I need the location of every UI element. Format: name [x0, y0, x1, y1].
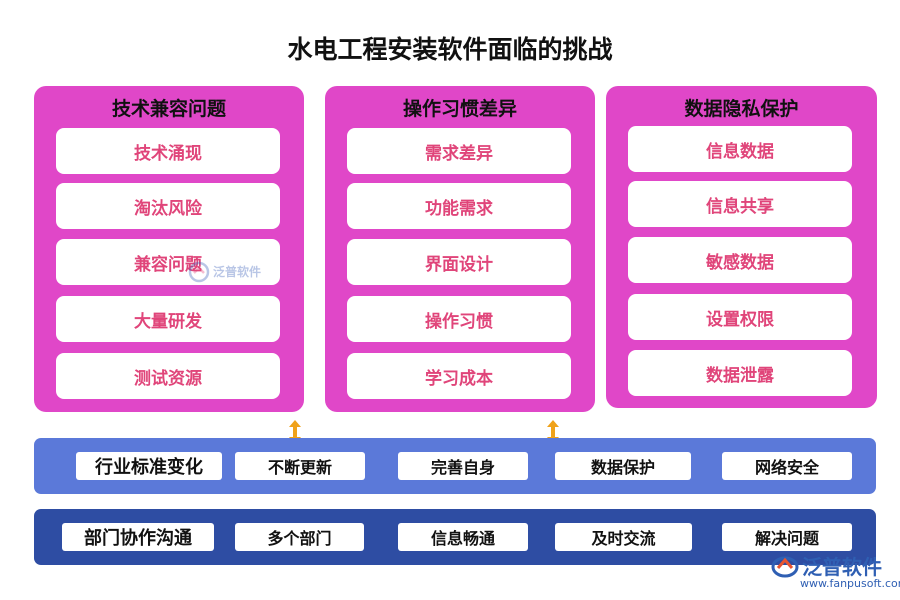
bar-lead-label: 行业标准变化: [76, 452, 222, 480]
page-title: 水电工程安装软件面临的挑战: [287, 35, 613, 64]
column-item: 数据泄露: [628, 350, 852, 396]
bar-item: 完善自身: [398, 452, 528, 480]
column-item: 测试资源: [56, 353, 280, 399]
bar-department-collaboration: 部门协作沟通 多个部门 信息畅通 及时交流 解决问题: [34, 509, 876, 565]
column-item: 信息共享: [628, 181, 852, 227]
watermark-logo: 泛普软件: [188, 258, 284, 286]
brand-mark-icon: [771, 556, 799, 578]
column-data-privacy: 数据隐私保护 信息数据 信息共享 敏感数据 设置权限 数据泄露: [606, 86, 877, 408]
bar-lead-label: 部门协作沟通: [62, 523, 214, 551]
bar-item: 数据保护: [555, 452, 691, 480]
column-title: 数据隐私保护: [684, 98, 799, 120]
column-title: 操作习惯差异: [402, 98, 517, 120]
bar-item: 信息畅通: [398, 523, 528, 551]
brand-name: 泛普软件: [802, 555, 882, 579]
column-item: 信息数据: [628, 126, 852, 172]
column-item: 界面设计: [347, 239, 571, 285]
bar-item: 解决问题: [722, 523, 852, 551]
column-item: 学习成本: [347, 353, 571, 399]
column-item: 操作习惯: [347, 296, 571, 342]
column-item: 敏感数据: [628, 237, 852, 283]
column-title: 技术兼容问题: [111, 98, 226, 120]
brand-mark-icon: [188, 261, 210, 283]
bar-item: 不断更新: [235, 452, 365, 480]
column-item: 技术涌现: [56, 128, 280, 174]
column-tech-compatibility: 技术兼容问题 技术涌现 淘汰风险 兼容问题 大量研发 测试资源: [34, 86, 304, 412]
column-item: 大量研发: [56, 296, 280, 342]
column-item: 功能需求: [347, 183, 571, 229]
brand-url: www.fanpusoft.com: [800, 577, 900, 590]
column-operation-habits: 操作习惯差异 需求差异 功能需求 界面设计 操作习惯 学习成本: [325, 86, 595, 412]
brand-logo: 泛普软件 www.fanpusoft.com: [770, 551, 900, 595]
watermark-text: 泛普软件: [213, 264, 262, 279]
bar-item: 及时交流: [555, 523, 692, 551]
column-item: 设置权限: [628, 294, 852, 340]
column-item: 兼容问题: [56, 239, 280, 285]
column-item: 淘汰风险: [56, 183, 280, 229]
bar-item: 网络安全: [722, 452, 852, 480]
column-item: 需求差异: [347, 128, 571, 174]
bar-industry-standards: 行业标准变化 不断更新 完善自身 数据保护 网络安全: [34, 438, 876, 494]
bar-item: 多个部门: [235, 523, 364, 551]
